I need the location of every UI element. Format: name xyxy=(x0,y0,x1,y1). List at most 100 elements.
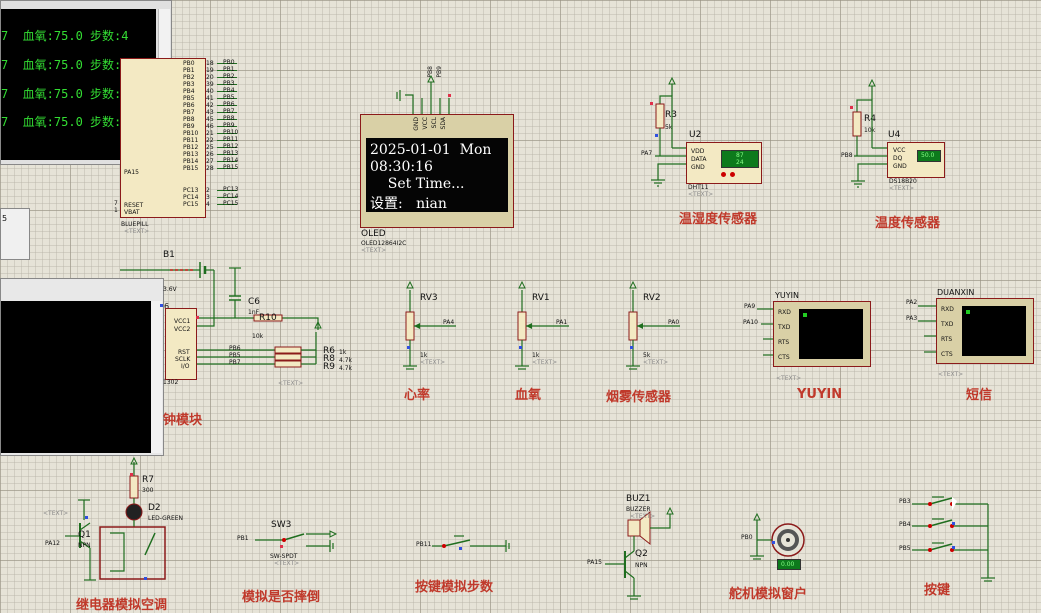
rtc-b1-val: 3.6V xyxy=(163,286,177,293)
pin-marker xyxy=(448,94,451,97)
mcu-pin-label: PC14 xyxy=(183,194,199,201)
rtc-part: 1302 xyxy=(163,379,179,386)
rv2-text: <TEXT> xyxy=(643,359,669,366)
motor-display-value: 0.00 xyxy=(781,561,795,568)
mcu-text: <TEXT> xyxy=(124,228,150,235)
mcu-pin-num: 28 xyxy=(206,165,214,172)
mcu-pin-net: PB10 xyxy=(223,129,239,136)
mcu-pin-net: PB2 xyxy=(223,73,235,80)
mcu-bluepill[interactable] xyxy=(120,58,206,218)
mcu-pin-wire xyxy=(217,119,237,120)
mcu-pin-num: 46 xyxy=(206,123,214,130)
mcu-pin-num: 26 xyxy=(206,151,214,158)
dht-btn[interactable] xyxy=(730,172,735,177)
relay-text: <TEXT> xyxy=(43,510,69,517)
yuyin-screen xyxy=(799,309,863,359)
duanxin-pin: CTS xyxy=(941,351,953,358)
duanxin-net: PA3 xyxy=(906,315,918,322)
duanxin-net: PA2 xyxy=(906,299,918,306)
dht-r-val: 5k xyxy=(665,124,673,131)
mcu-pin-net: PB3 xyxy=(223,80,235,87)
oled-display[interactable]: 2025-01-01 Mon 08:30:16 Set Time... 设置: … xyxy=(360,114,514,228)
terminal-window-top[interactable]: 7 血氧:75.0 步数:4 7 血氧:75.0 步数:4 7 血氧:75.0 … xyxy=(0,0,172,165)
mcu-pin-wire xyxy=(217,168,237,169)
mcu-pin-wire xyxy=(217,161,237,162)
dht-temp: 24 xyxy=(736,159,744,166)
mcu-pin-label: RESET xyxy=(124,202,144,209)
rtc-r9: R9 xyxy=(323,362,335,372)
relay-r7-val: 300 xyxy=(142,487,154,494)
duanxin-text: <TEXT> xyxy=(938,371,964,378)
dht-humidity: 87 xyxy=(736,152,744,159)
mcu-pin-net: PB13 xyxy=(223,150,239,157)
rtc-c6-val: 1nF xyxy=(248,309,260,316)
duanxin-terminal[interactable]: RXD TXD RTS CTS xyxy=(936,298,1034,364)
mcu-pin-label: PB2 xyxy=(183,74,195,81)
mcu-pin-net: PB8 xyxy=(223,115,235,122)
rtc-b1: B1 xyxy=(163,250,175,260)
rv3-text: <TEXT> xyxy=(420,359,446,366)
terminal-scrollbar[interactable] xyxy=(151,301,162,453)
rv2-label: 烟雾传感器 xyxy=(606,390,672,405)
sw3-text: <TEXT> xyxy=(274,560,300,567)
mcu-pin-label: PC15 xyxy=(183,201,199,208)
pin-marker xyxy=(459,547,462,550)
rtc-r6: R6 xyxy=(323,346,335,356)
sw3-ref: SW3 xyxy=(271,520,292,530)
rtc-net: PB7 xyxy=(229,359,241,366)
rtc-ds1302[interactable]: VCC1 VCC2 RST SCLK I/O xyxy=(165,308,197,380)
terminal-window-middle[interactable]: 6 xyxy=(0,278,169,456)
yuyin-pin: RXD xyxy=(778,309,791,316)
mcu-pin-label: PB11 xyxy=(183,137,199,144)
motor-net: PB0 xyxy=(741,534,753,541)
rv2-val: 5k xyxy=(643,352,651,359)
mcu-pin-net: PB0 xyxy=(223,59,235,66)
rtc-pin: SCLK xyxy=(175,356,191,363)
rtc-pin: I/O xyxy=(181,363,190,370)
mcu-pin-wire xyxy=(217,105,237,106)
buzzer-ref: BUZ1 xyxy=(626,494,651,504)
dht-net: PA7 xyxy=(641,150,653,157)
oled-text: <TEXT> xyxy=(361,247,387,254)
ds-net: PB8 xyxy=(841,152,853,159)
terminal-screen xyxy=(1,301,151,453)
mcu-pin-num: 40 xyxy=(206,88,214,95)
rv1-text: <TEXT> xyxy=(532,359,558,366)
rtc-pin: VCC2 xyxy=(174,326,191,333)
mcu-pin-wire xyxy=(217,154,237,155)
yuyin-net: PA10 xyxy=(743,319,758,326)
mcu-pin-label: PB12 xyxy=(183,144,199,151)
mcu-pin-net: PB15 xyxy=(223,164,239,171)
mcu-pin-num: 45 xyxy=(206,116,214,123)
rv3-ref: RV3 xyxy=(420,293,438,303)
duanxin-ref: DUANXIN xyxy=(937,288,975,297)
buzzer-q: Q2 xyxy=(635,549,648,559)
terminal-window-small[interactable]: 5 xyxy=(0,208,30,260)
pin-marker xyxy=(772,541,775,544)
mcu-pin-label: PB4 xyxy=(183,88,195,95)
duanxin-label: 短信 xyxy=(966,388,993,403)
mcu-pin-net: PB4 xyxy=(223,87,235,94)
dht-label: 温湿度传感器 xyxy=(679,212,758,227)
rv1-label: 血氧 xyxy=(515,388,542,403)
dht-btn[interactable] xyxy=(721,172,726,177)
dht-display: 87 24 xyxy=(721,150,759,168)
terminal-line: 7 血氧:75.0 步数:5 xyxy=(1,115,129,129)
ds18b20-sensor[interactable]: VCC DQ GND 50.0 xyxy=(887,142,945,178)
ds-text: <TEXT> xyxy=(889,185,915,192)
rtc-r10-val: 10k xyxy=(252,333,264,340)
mcu-pin-net: PC13 xyxy=(223,186,239,193)
mcu-pin-label: PB1 xyxy=(183,67,195,74)
mcu-pin-label: PB13 xyxy=(183,151,199,158)
yuyin-terminal[interactable]: RXD TXD RTS CTS xyxy=(773,301,871,367)
rv1-val: 1k xyxy=(532,352,540,359)
mcu-pin-label: PB0 xyxy=(183,60,195,67)
dht-pin: DATA xyxy=(691,156,707,163)
dht11-sensor[interactable]: VDD DATA GND 87 24 xyxy=(686,142,762,184)
